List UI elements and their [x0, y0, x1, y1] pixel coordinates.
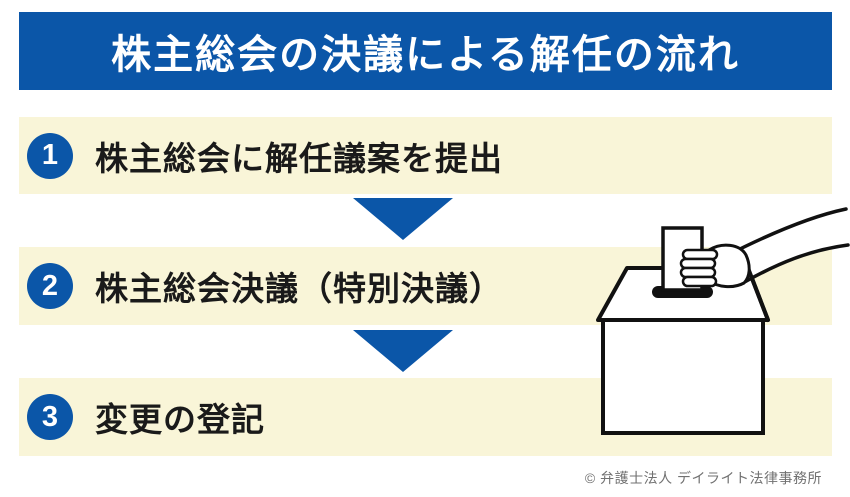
down-arrow-icon — [353, 330, 453, 372]
ballot-box-body — [601, 318, 765, 435]
finger-3 — [679, 266, 717, 279]
step-1-label: 株主総会に解任議案を提出 — [95, 139, 503, 177]
finger-4 — [681, 275, 718, 288]
step-row-1: 1 株主総会に解任議案を提出 — [19, 117, 832, 194]
down-arrow-icon — [353, 198, 453, 240]
finger-1 — [681, 248, 719, 261]
copyright-text: © 弁護士法人 デイライト法律事務所 — [584, 470, 822, 486]
step-3-number-badge: 3 — [27, 394, 73, 440]
step-2-number-badge: 2 — [27, 263, 73, 309]
finger-2 — [679, 257, 717, 270]
hand-shape — [707, 243, 751, 289]
page-title: 株主総会の決議による解任の流れ — [111, 33, 740, 77]
step-3-label: 変更の登記 — [95, 401, 265, 438]
lid-right-edge — [746, 266, 770, 322]
step-1-number-badge: 1 — [27, 132, 73, 179]
step-2-label: 株主総会決議（特別決議） — [95, 270, 503, 307]
header-banner: 株主総会の決議による解任の流れ — [19, 12, 832, 90]
ballot-box-illustration — [596, 207, 850, 435]
arm-shape — [724, 209, 848, 284]
